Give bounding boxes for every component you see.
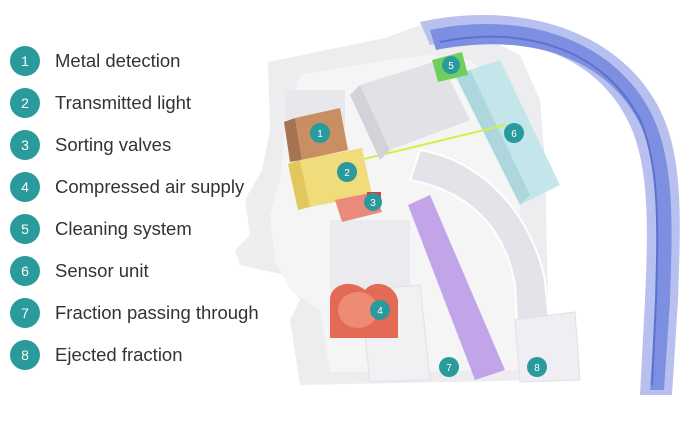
number-badge: 3 — [10, 130, 40, 160]
marker-1: 1 — [310, 123, 330, 143]
number-badge: 2 — [10, 88, 40, 118]
marker-3: 3 — [364, 193, 382, 211]
legend-item-sensor-unit: 6 Sensor unit — [10, 250, 275, 292]
legend-label: Compressed air supply — [55, 176, 245, 197]
svg-text:5: 5 — [448, 61, 454, 72]
legend-item-sorting-valves: 3 Sorting valves — [10, 124, 275, 166]
svg-text:2: 2 — [344, 168, 350, 179]
legend-item-ejected-fraction: 8 Ejected fraction — [10, 334, 275, 376]
legend-label: Metal detection — [55, 50, 181, 71]
svg-text:6: 6 — [511, 129, 517, 140]
compressed-air-supply — [330, 283, 398, 338]
svg-text:7: 7 — [446, 363, 452, 374]
number-badge: 7 — [10, 298, 40, 328]
number-badge: 6 — [10, 256, 40, 286]
number-badge: 5 — [10, 214, 40, 244]
marker-5: 5 — [442, 56, 460, 74]
optics-block — [350, 60, 470, 160]
legend-label: Cleaning system — [55, 218, 192, 239]
legend-item-compressed-air-supply: 4 Compressed air supply — [10, 166, 275, 208]
legend-label: Sensor unit — [55, 260, 149, 281]
number-badge: 8 — [10, 340, 40, 370]
svg-text:3: 3 — [370, 198, 376, 209]
legend-label: Ejected fraction — [55, 344, 183, 365]
legend-item-fraction-passing-through: 7 Fraction passing through — [10, 292, 275, 334]
legend-label: Sorting valves — [55, 134, 172, 155]
legend: 1 Metal detection 2 Transmitted light 3 … — [10, 40, 275, 376]
marker-2: 2 — [337, 162, 357, 182]
legend-item-cleaning-system: 5 Cleaning system — [10, 208, 275, 250]
transmitted-light-block — [288, 148, 372, 210]
legend-item-transmitted-light: 2 Transmitted light — [10, 82, 275, 124]
svg-text:1: 1 — [317, 129, 323, 140]
marker-8: 8 — [527, 357, 547, 377]
fraction-through-channel — [408, 195, 505, 380]
marker-6: 6 — [504, 123, 524, 143]
marker-7: 7 — [439, 357, 459, 377]
marker-4: 4 — [370, 300, 390, 320]
number-badge: 4 — [10, 172, 40, 202]
svg-text:8: 8 — [534, 363, 540, 374]
legend-label: Fraction passing through — [55, 302, 259, 323]
housing-curve — [420, 15, 680, 395]
legend-label: Transmitted light — [55, 92, 192, 113]
number-badge: 1 — [10, 46, 40, 76]
legend-item-metal-detection: 1 Metal detection — [10, 40, 275, 82]
svg-text:4: 4 — [377, 306, 383, 317]
